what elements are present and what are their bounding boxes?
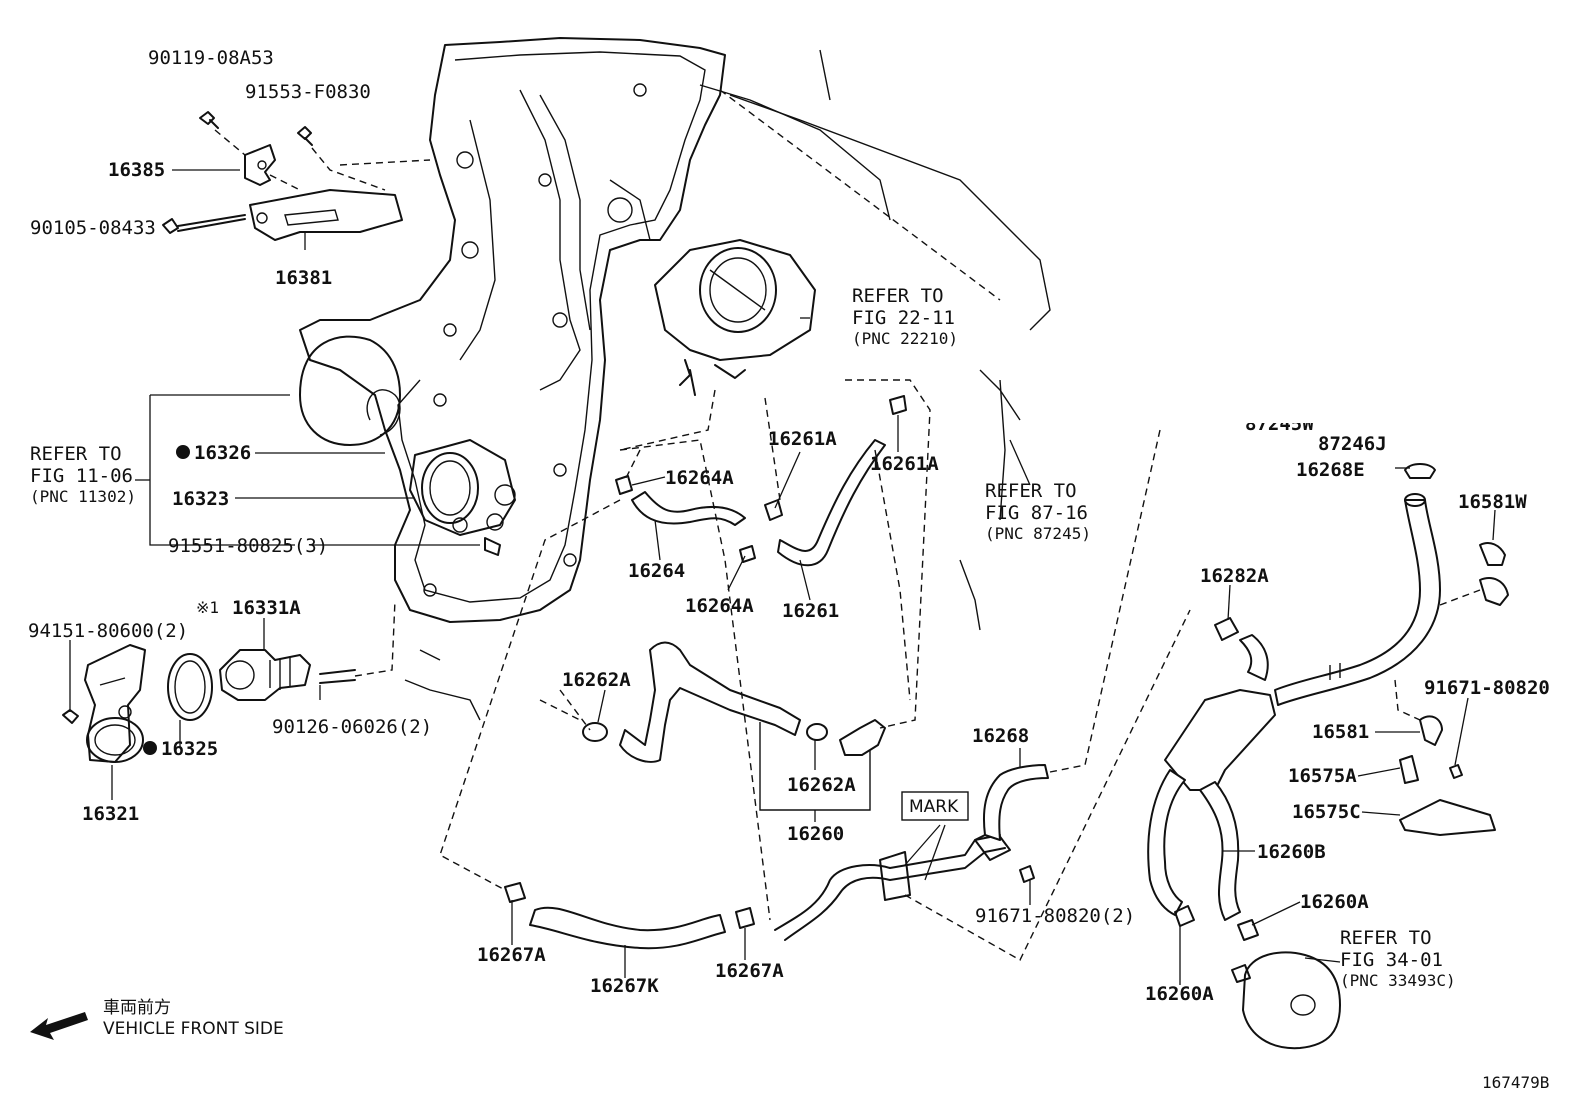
throttle-body <box>619 239 816 451</box>
note-mark-1: ※1 <box>196 598 219 617</box>
label-16385: 16385 <box>108 159 165 181</box>
refer-fig34-line2: FIG 34-01 <box>1340 949 1443 971</box>
label-16264A-upper: 16264A <box>665 467 734 489</box>
label-16267A-left: 16267A <box>477 944 546 966</box>
hoses-lower <box>504 429 1191 961</box>
label-91671-80820-2: 91671-80820(2) <box>975 905 1135 927</box>
label-16260B: 16260B <box>1257 841 1326 863</box>
label-16262A-lower: 16262A <box>787 774 856 796</box>
thermostat-parts <box>62 599 396 763</box>
label-16381: 16381 <box>275 267 332 289</box>
label-16261: 16261 <box>782 600 839 622</box>
water-inlet-housing <box>409 439 516 556</box>
refer-fig22-line2: FIG 22-11 <box>852 307 955 329</box>
label-16261A-left: 16261A <box>768 428 837 450</box>
label-16323: 16323 <box>172 488 229 510</box>
mark-box <box>901 791 969 821</box>
label-16267K: 16267K <box>590 975 659 997</box>
label-94151-80600: 94151-80600(2) <box>28 620 188 642</box>
refer-fig11-line3: (PNC 11302) <box>30 487 136 506</box>
label-16282A: 16282A <box>1200 565 1269 587</box>
refer-fig11-line2: FIG 11-06 <box>30 465 133 487</box>
label-16581: 16581 <box>1312 721 1369 743</box>
label-16321: 16321 <box>82 803 139 825</box>
label-16262A-upper: 16262A <box>562 669 631 691</box>
timing-cover-outline <box>299 37 1051 721</box>
label-90119-08A53: 90119-08A53 <box>148 47 274 69</box>
diagram-id: 167479B <box>1482 1073 1549 1092</box>
label-16268: 16268 <box>972 725 1029 747</box>
hoses-middle <box>439 379 931 921</box>
label-90105-08433: 90105-08433 <box>30 217 156 239</box>
refer-fig87-line3: (PNC 87245) <box>985 524 1091 543</box>
label-16575C: 16575C <box>1292 801 1361 823</box>
bracket-assembly <box>162 111 431 241</box>
label-16261A-right: 16261A <box>870 453 939 475</box>
label-16260A-left: 16260A <box>1145 983 1214 1005</box>
label-16581W: 16581W <box>1458 491 1527 513</box>
hoses-right <box>1147 463 1509 1050</box>
label-16325: 16325 <box>161 738 218 760</box>
refer-fig22-line3: (PNC 22210) <box>852 329 958 348</box>
label-16264: 16264 <box>628 560 685 582</box>
refer-fig22-line1: REFER TO <box>852 285 944 307</box>
label-91551-80825: 91551-80825(3) <box>168 535 328 557</box>
part-labels: 90119-08A53 91553-F0830 16385 90105-0843… <box>28 47 1550 1092</box>
label-16260A-right: 16260A <box>1300 891 1369 913</box>
front-side-label-en: VEHICLE FRONT SIDE <box>103 1019 284 1039</box>
label-16267A-right: 16267A <box>715 960 784 982</box>
label-16575A: 16575A <box>1288 765 1357 787</box>
label-16260: 16260 <box>787 823 844 845</box>
refer-fig11-line1: REFER TO <box>30 443 122 465</box>
label-16331A: 16331A <box>232 597 301 619</box>
refer-fig87-line2: FIG 87-16 <box>985 502 1088 524</box>
label-91553-F0830: 91553-F0830 <box>245 81 371 103</box>
filled-circle-icon <box>143 741 157 755</box>
leader-lines <box>69 169 1496 985</box>
label-87245W: 87245W <box>1245 413 1314 435</box>
arrow-left-down-icon <box>30 1012 88 1040</box>
label-16268E: 16268E <box>1296 459 1365 481</box>
label-87246J: 87246J <box>1318 433 1387 455</box>
mark-label: MARK <box>909 797 959 817</box>
refer-fig34-line3: (PNC 33493C) <box>1340 971 1456 990</box>
refer-fig87-line1: REFER TO <box>985 480 1077 502</box>
refer-fig34-line1: REFER TO <box>1340 927 1432 949</box>
front-side-label-jp: 車両前方 <box>103 998 171 1018</box>
label-90126-06026: 90126-06026(2) <box>272 716 432 738</box>
filled-circle-icon <box>176 445 190 459</box>
label-91671-80820: 91671-80820 <box>1424 677 1550 699</box>
label-16264A-lower: 16264A <box>685 595 754 617</box>
label-16326: 16326 <box>194 442 251 464</box>
